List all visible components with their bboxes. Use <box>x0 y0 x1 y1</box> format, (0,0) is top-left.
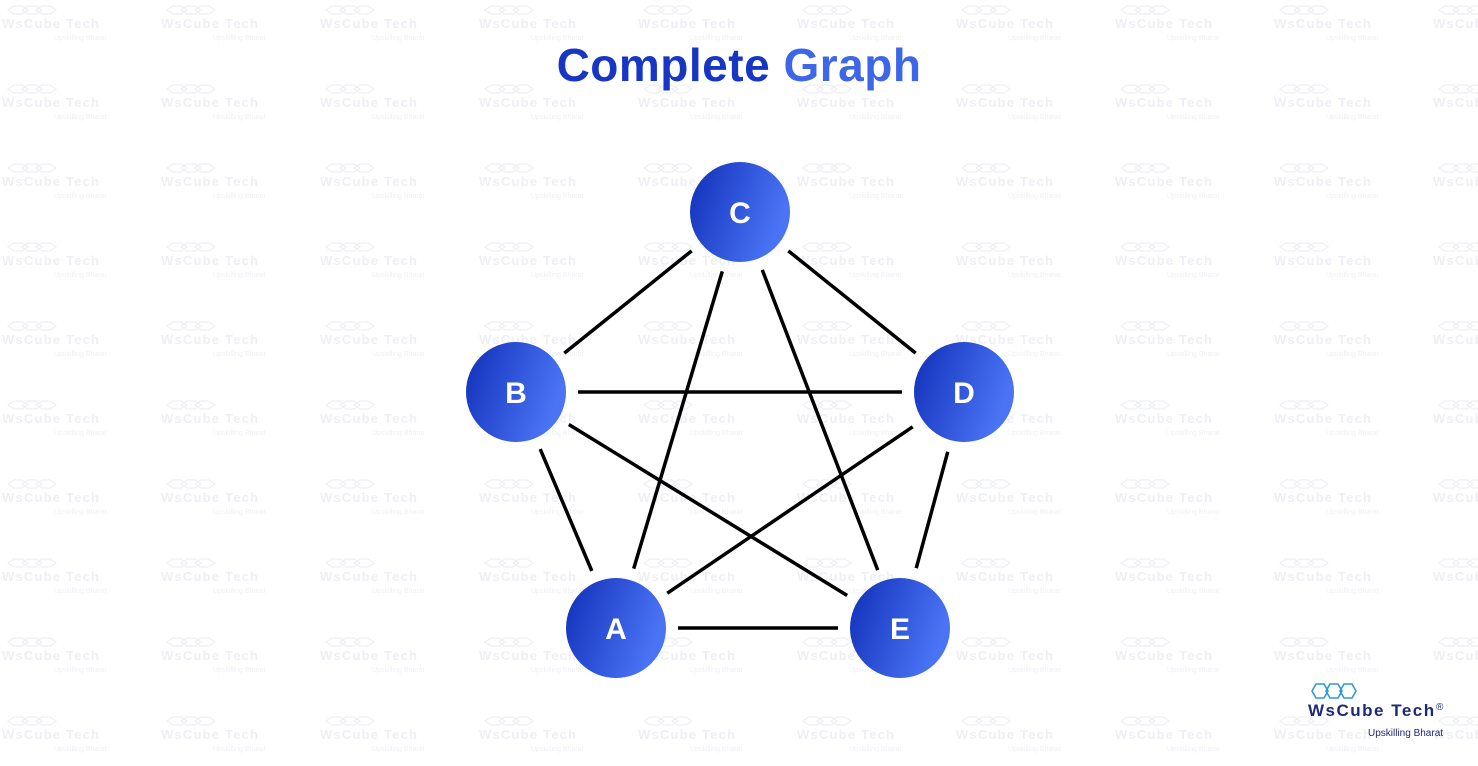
hexagon-cluster-icon <box>1311 683 1357 699</box>
node-e: E <box>850 578 950 678</box>
edge-c-b <box>563 249 693 355</box>
node-circle <box>690 162 790 262</box>
node-label: C <box>729 197 751 230</box>
node-b: B <box>466 342 566 442</box>
edge-d-a <box>666 425 914 595</box>
node-circle <box>850 578 950 678</box>
title-word-complete: Complete <box>556 39 771 91</box>
brand-registered-mark: ® <box>1436 702 1444 713</box>
node-circle <box>914 342 1014 442</box>
node-a: A <box>566 578 666 678</box>
edge-b-a <box>538 448 594 572</box>
brand-name: WsCube Tech <box>1308 701 1436 720</box>
node-label: B <box>505 377 527 410</box>
brand-tagline: Upskilling Bharat <box>1368 728 1444 739</box>
node-label: E <box>890 613 910 646</box>
node-d: D <box>914 342 1014 442</box>
title-word-graph: Graph <box>783 39 922 91</box>
node-label: D <box>953 377 975 410</box>
edge-c-a <box>632 270 724 570</box>
edge-b-e <box>567 422 849 598</box>
edge-d-e <box>914 451 950 569</box>
graph-edges <box>538 249 950 630</box>
edge-c-e <box>760 269 880 571</box>
node-c: C <box>690 162 790 262</box>
page-title: Complete Graph <box>0 38 1478 92</box>
node-circle <box>466 342 566 442</box>
edge-c-d <box>787 249 917 355</box>
graph-nodes: C B D A E <box>466 162 1014 678</box>
node-circle <box>566 578 666 678</box>
brand-logo: WsCube Tech ® Upskilling Bharat <box>1300 682 1460 746</box>
node-label: A <box>605 613 627 646</box>
